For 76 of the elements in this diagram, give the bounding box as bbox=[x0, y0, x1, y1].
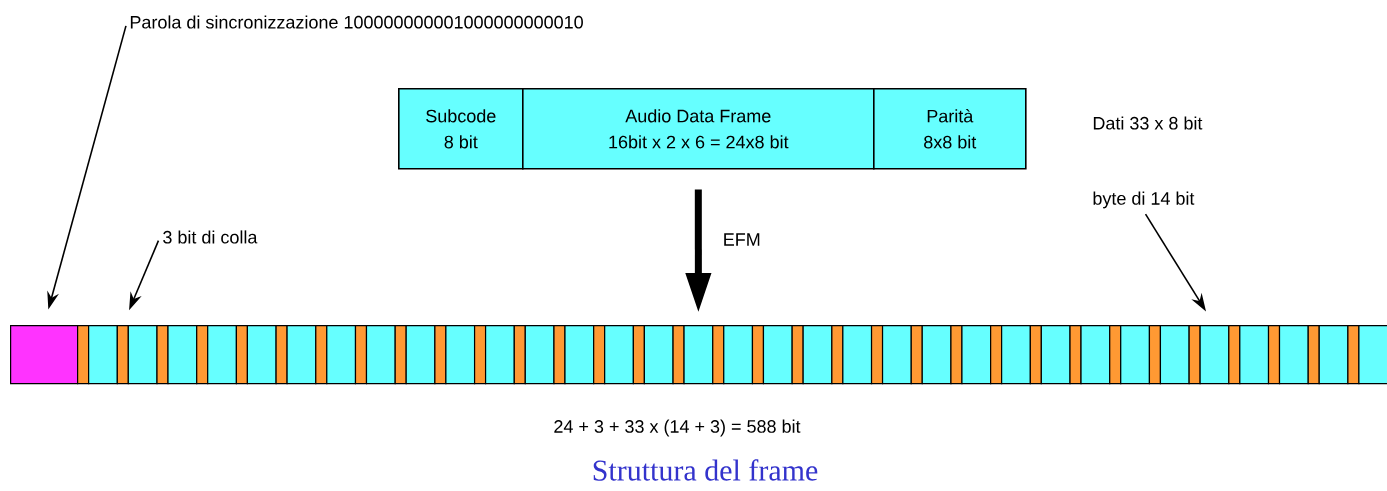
byte-segment bbox=[1080, 325, 1111, 385]
merging-bits-segment bbox=[1307, 325, 1320, 385]
merging-bits-segment bbox=[791, 325, 804, 385]
merging-bits-segment bbox=[990, 325, 1003, 385]
merging-bits-segment bbox=[434, 325, 447, 385]
merging-bits-segment bbox=[156, 325, 169, 385]
byte-segment bbox=[921, 325, 952, 385]
merging-bits-segment bbox=[672, 325, 685, 385]
byte-segment bbox=[286, 325, 317, 385]
byte-segment bbox=[881, 325, 912, 385]
merging-bits-segment bbox=[553, 325, 566, 385]
byte-segment bbox=[643, 325, 674, 385]
edge-label: EFM bbox=[724, 233, 760, 246]
merging-bits-segment bbox=[235, 325, 248, 385]
byte-segment bbox=[127, 325, 158, 385]
byte-segment bbox=[604, 325, 634, 385]
merging-bits-segment bbox=[354, 325, 368, 385]
merging-bits-segment bbox=[1267, 325, 1281, 385]
merging-bits-segment bbox=[950, 325, 963, 385]
byte-segment bbox=[1159, 325, 1190, 385]
merging-bits-segment bbox=[1109, 325, 1122, 385]
annotation-text: Dati 33 x 8 bit bbox=[1093, 116, 1203, 130]
byte-segment bbox=[564, 325, 595, 385]
byte-segment bbox=[445, 325, 476, 385]
merging-bits-segment bbox=[196, 325, 209, 385]
merging-bits-segment bbox=[473, 325, 487, 385]
merging-bits-segment bbox=[1069, 325, 1082, 385]
byte-segment bbox=[802, 325, 833, 385]
byte-segment bbox=[961, 325, 992, 385]
merging-bits-segment bbox=[751, 325, 765, 385]
merging-bits-segment bbox=[1029, 325, 1042, 385]
byte-segment bbox=[405, 325, 436, 385]
caption: Struttura del frame bbox=[593, 459, 818, 481]
merging-bits-segment bbox=[1228, 325, 1241, 385]
byte-segment bbox=[1120, 325, 1150, 385]
byte-segment bbox=[683, 325, 714, 385]
merging-bits-segment bbox=[1347, 325, 1360, 385]
annotation-text: byte di 14 bit bbox=[1093, 191, 1195, 209]
formula-text: 24 + 3 + 33 x (14 + 3) = 588 bit bbox=[554, 419, 801, 437]
byte-segment bbox=[524, 325, 555, 385]
merging-bits-segment bbox=[632, 325, 645, 385]
byte-segment bbox=[1239, 325, 1270, 385]
merging-bits-segment bbox=[870, 325, 884, 385]
byte-segment bbox=[1278, 325, 1309, 385]
table-cell: Subcode 8 bit bbox=[398, 88, 524, 170]
byte-segment bbox=[88, 325, 118, 385]
merging-bits-segment bbox=[593, 325, 606, 385]
byte-segment bbox=[207, 325, 237, 385]
byte-segment bbox=[762, 325, 793, 385]
byte-segment bbox=[723, 325, 754, 385]
merging-bits-segment bbox=[1148, 325, 1162, 385]
merging-bits-segment bbox=[712, 325, 725, 385]
sync-block bbox=[10, 325, 79, 385]
byte-segment bbox=[842, 325, 873, 385]
merging-bits-segment bbox=[394, 325, 407, 385]
byte-segment bbox=[1040, 325, 1071, 385]
merging-bits-segment bbox=[831, 325, 844, 385]
merging-bits-segment bbox=[513, 325, 526, 385]
byte-segment bbox=[246, 325, 277, 385]
merging-bits-segment bbox=[910, 325, 923, 385]
annotation-text: 3 bit di colla bbox=[163, 230, 258, 244]
byte-segment bbox=[1358, 325, 1387, 385]
byte-segment bbox=[1001, 325, 1031, 385]
merging-bits-segment bbox=[1188, 325, 1201, 385]
byte-segment bbox=[1199, 325, 1230, 385]
byte-segment bbox=[365, 325, 396, 385]
byte-segment bbox=[484, 325, 515, 385]
byte-segment bbox=[326, 325, 357, 385]
merging-bits-segment bbox=[77, 325, 90, 385]
merging-bits-segment bbox=[315, 325, 328, 385]
merging-bits-segment bbox=[275, 325, 288, 385]
byte-segment bbox=[167, 325, 198, 385]
byte-segment bbox=[1318, 325, 1349, 385]
table-cell: Parità 8x8 bit bbox=[873, 88, 1027, 170]
merging-bits-segment bbox=[116, 325, 129, 385]
sync-word-label: Parola di sincronizzazione 100000000001000000000010 bbox=[130, 15, 583, 29]
